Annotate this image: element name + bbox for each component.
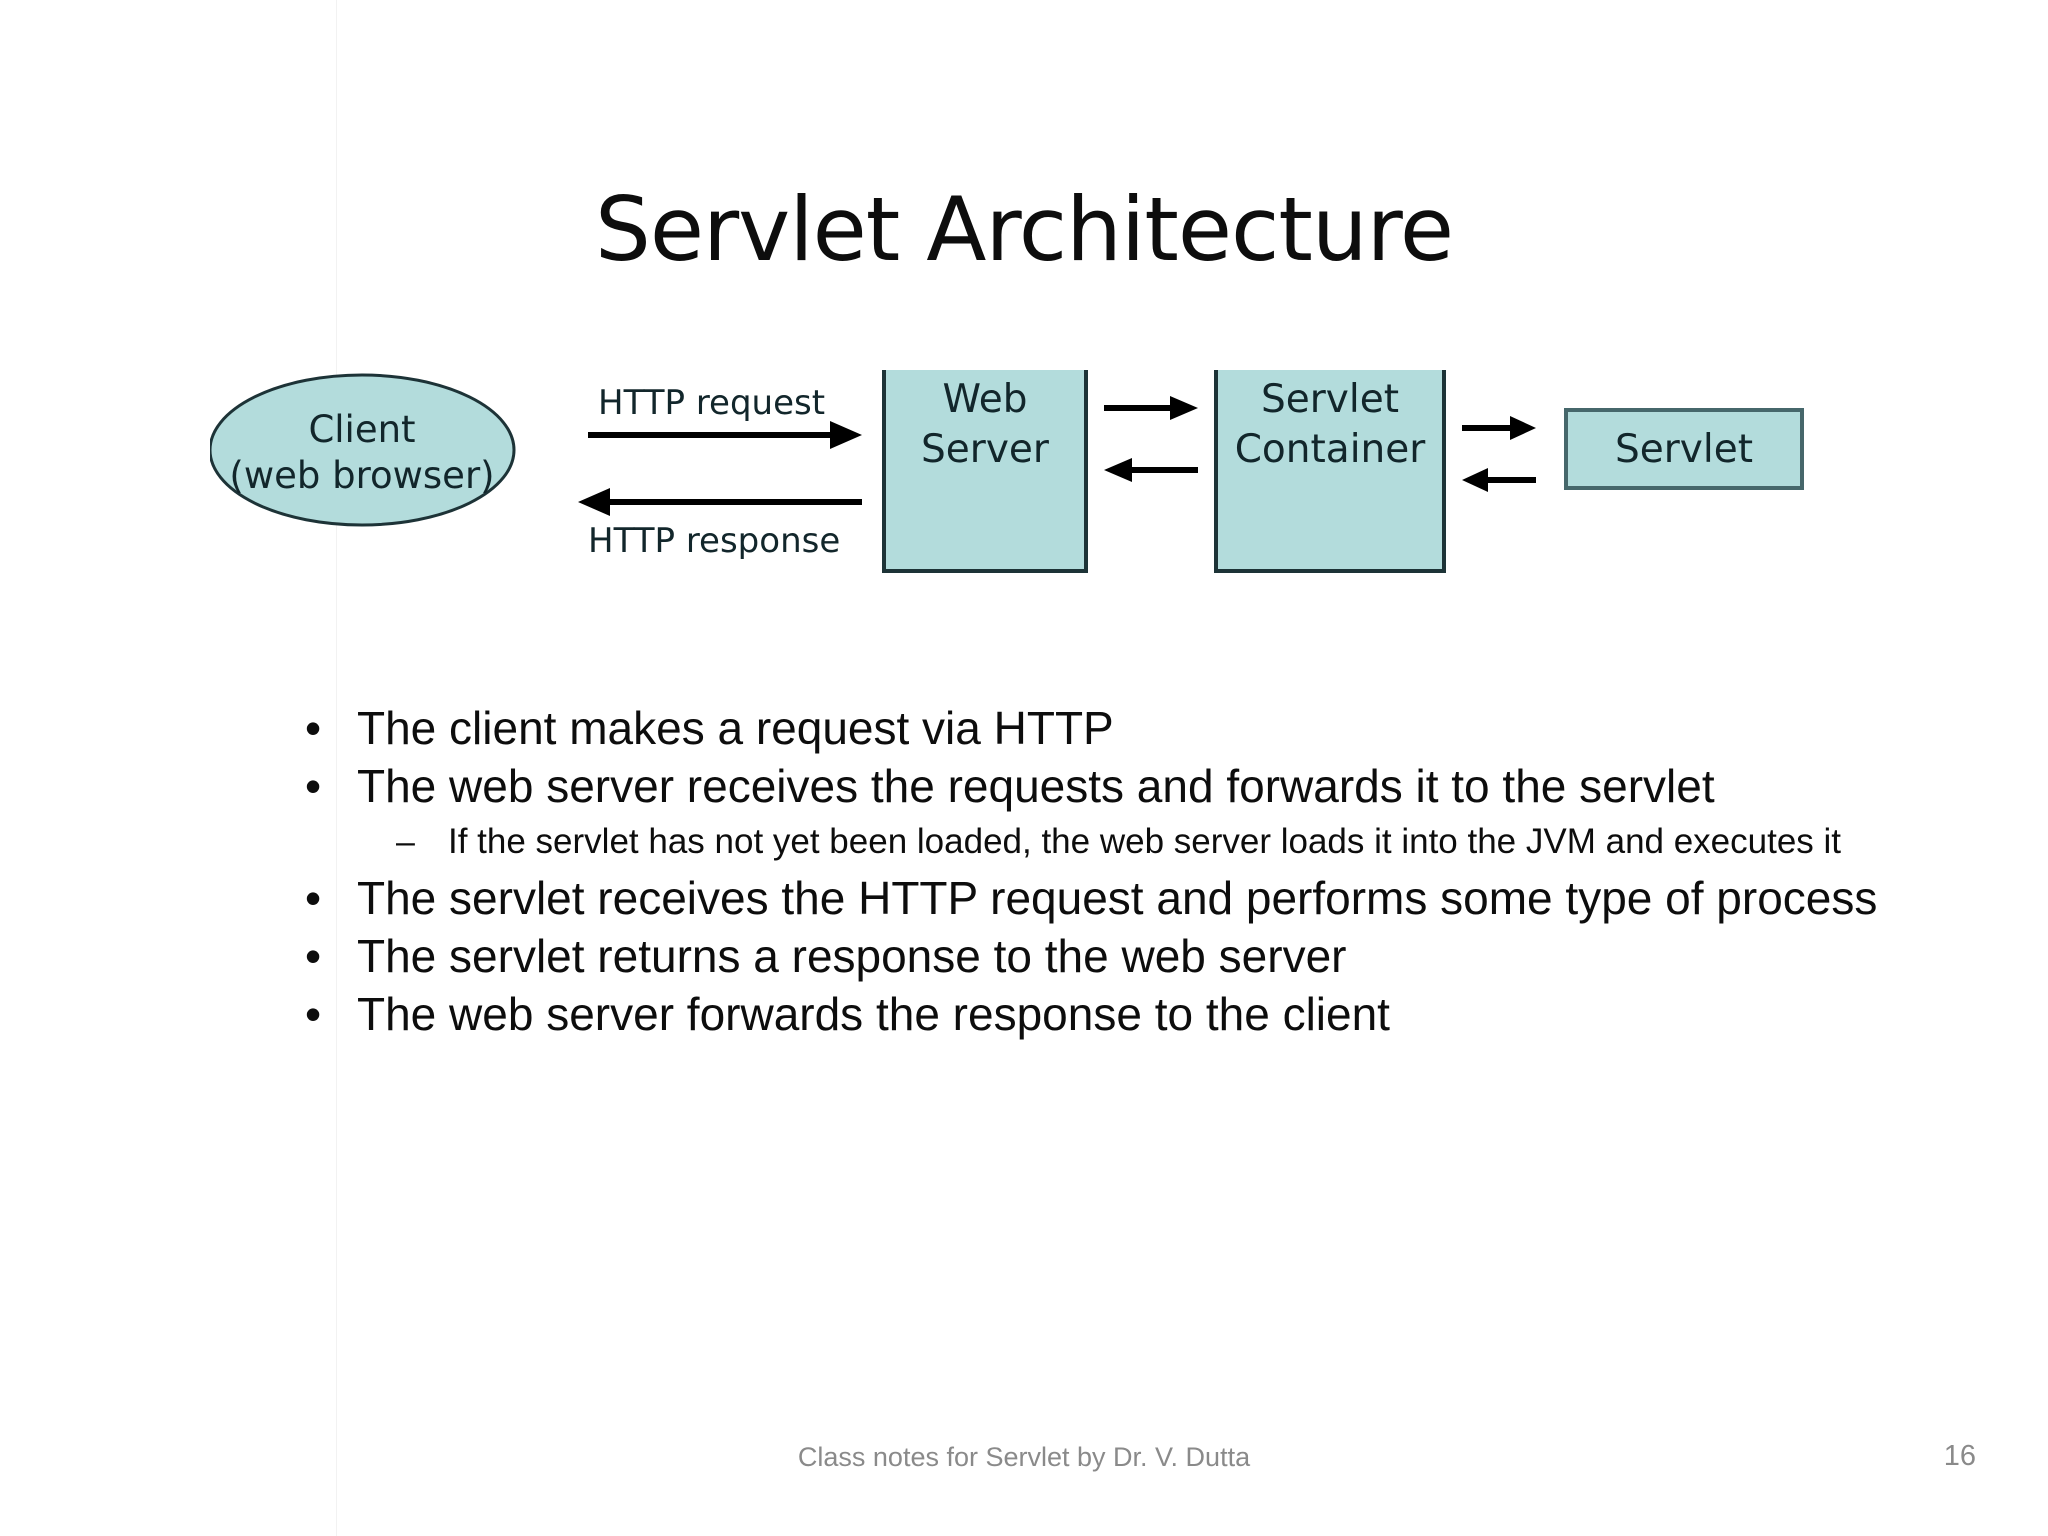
bullet-marker: •	[305, 930, 322, 982]
bullet-item-1: • The client makes a request via HTTP	[285, 700, 1965, 756]
bullet-item-3-sub: – If the servlet has not yet been loaded…	[390, 820, 1965, 864]
bullet-item-2: • The web server receives the requests a…	[285, 758, 1965, 814]
bullet-text: The web server forwards the response to …	[357, 988, 1390, 1040]
http-response-label: HTTP response	[588, 521, 840, 561]
bullet-item-5: • The servlet returns a response to the …	[285, 928, 1965, 984]
servlet-container-label-line1: Servlet	[1261, 377, 1399, 422]
http-request-label: HTTP request	[598, 383, 825, 423]
container-to-servlet-arrow-icon	[1462, 416, 1536, 440]
bullet-marker: •	[305, 702, 322, 754]
container-to-server-arrow-icon	[1104, 458, 1198, 482]
servlet-container-box-shape	[1214, 370, 1446, 573]
servlet-to-container-arrow-icon	[1462, 468, 1536, 492]
servlet-box-shape	[1564, 408, 1804, 490]
bullet-marker: •	[305, 760, 322, 812]
bullet-item-4: • The servlet receives the HTTP request …	[285, 870, 1965, 926]
client-label-line2: (web browser)	[229, 454, 494, 497]
bullet-list: • The client makes a request via HTTP • …	[285, 700, 1965, 1044]
bullet-marker: •	[305, 872, 322, 924]
servlet-label: Servlet	[1615, 427, 1753, 472]
bullet-marker: –	[396, 823, 415, 861]
web-server-label-line1: Web	[942, 377, 1027, 422]
servlet-container-label-line2: Container	[1235, 427, 1427, 472]
client-ellipse-shape	[210, 373, 516, 527]
web-server-box-shape	[882, 370, 1088, 573]
web-server-label-line2: Server	[921, 427, 1050, 472]
bullet-text: The client makes a request via HTTP	[357, 702, 1114, 754]
client-label-line1: Client	[308, 408, 415, 451]
bullet-marker: •	[305, 988, 322, 1040]
servlet-architecture-diagram: Client (web browser) HTTP request HTTP r…	[210, 370, 1910, 670]
diagram-node-servlet: Servlet	[1564, 408, 1804, 490]
bullet-text: If the servlet has not yet been loaded, …	[448, 822, 1842, 861]
diagram-node-client: Client (web browser)	[210, 373, 516, 527]
bullet-text: The web server receives the requests and…	[357, 760, 1715, 812]
http-request-arrow-icon	[588, 421, 862, 449]
diagram-node-servlet-container: Servlet Container	[1214, 370, 1446, 573]
footer-note: Class notes for Servlet by Dr. V. Dutta	[797, 1442, 1251, 1472]
page-number: 16	[1943, 1440, 1976, 1472]
server-to-container-arrow-icon	[1104, 396, 1198, 420]
bullet-text: The servlet receives the HTTP request an…	[357, 872, 1878, 924]
bullet-item-6: • The web server forwards the response t…	[285, 986, 1965, 1042]
page-title: Servlet Architecture	[594, 178, 1454, 281]
http-response-arrow-icon	[578, 488, 862, 516]
slide-gutter-line	[336, 0, 337, 1536]
bullet-text: The servlet returns a response to the we…	[357, 930, 1347, 982]
diagram-node-web-server: Web Server	[882, 370, 1088, 573]
